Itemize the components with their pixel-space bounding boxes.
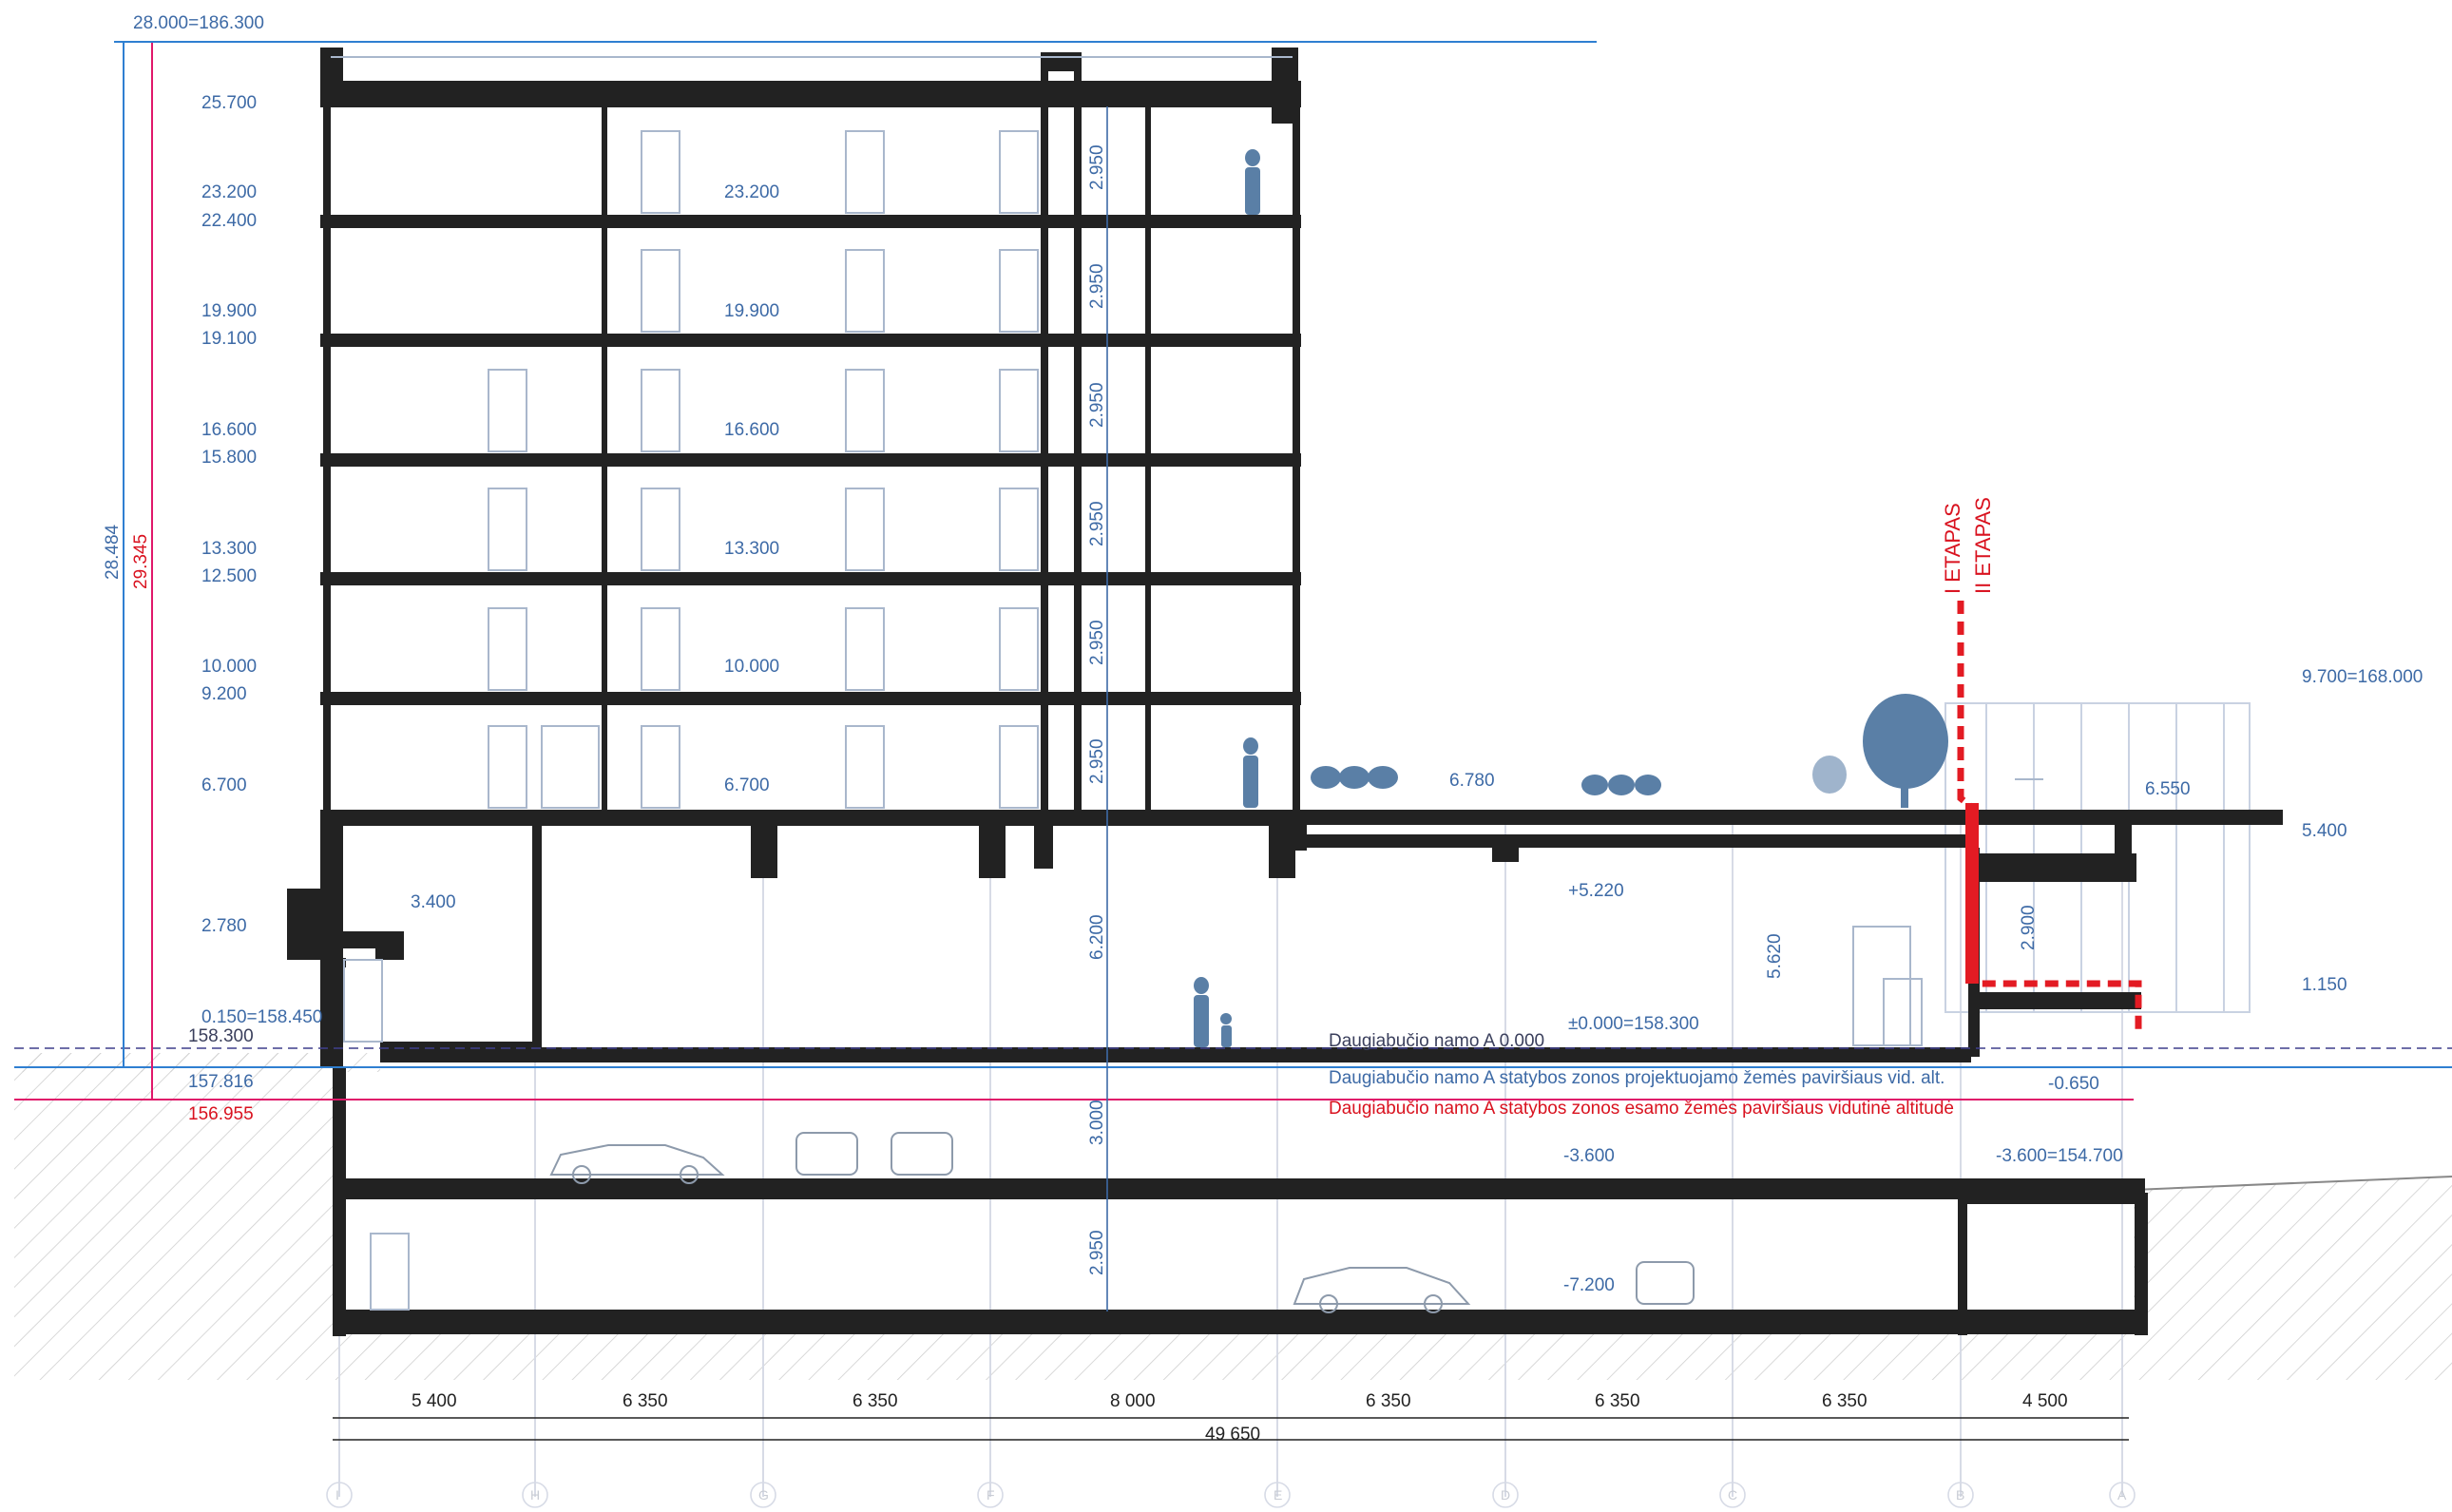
right-level-minus-3600: -3.600=154.700 [1996,1146,2123,1166]
axis-label: F [987,1487,995,1502]
stage-ii-label: II ETAPAS [1971,497,1995,594]
level-label: 13.300 [201,539,257,559]
misc-level-labels: 3.400 6.780 +5.220 5.620 ±0.000=158.300 … [411,667,2423,1295]
overall-height-dims [114,41,166,1100]
note-a0: Daugiabučio namo A 0.000 [1329,1031,1544,1051]
axis-label: A [2117,1487,2127,1502]
level-label: 12.500 [201,566,257,586]
terrace-level: 6.780 [1449,771,1495,791]
level-label: 22.400 [201,211,257,231]
level-label: 19.100 [201,329,257,349]
stage-i-label: I ETAPAS [1941,503,1964,594]
overall-height-red: 29.345 [131,534,151,589]
level-label: 10.000 [201,657,257,677]
right-height-2900: 2.900 [2019,905,2039,950]
axis-bubbles: I H G F E D C B A [326,1482,2136,1508]
reference-lines [14,41,2452,1101]
floor-level-label: 23.200 [724,182,779,202]
core-height-dims: 2.950 2.950 2.950 2.950 2.950 2.950 6.20… [1087,106,1108,1311]
level-minus-3600: -3.600 [1563,1146,1615,1166]
window-door-outlines [331,56,2043,1311]
level-label: 25.700 [201,93,257,113]
top-level-label: 28.000=186.300 [133,13,264,33]
building-structure [287,48,2283,1336]
level-label: 6.700 [201,775,247,795]
axis-label: C [1728,1487,1737,1502]
axis-label: G [758,1487,769,1502]
level-zero: ±0.000=158.300 [1568,1014,1699,1034]
floor-level-label: 16.600 [724,420,779,440]
floor-level-label: 10.000 [724,657,779,677]
bay-dim: 4 500 [2022,1391,2068,1411]
right-level-6550: 6.550 [2145,779,2191,799]
left-level-labels: 28.000=186.300 25.700 23.200 22.400 19.9… [133,13,322,1124]
right-level-9700: 9.700=168.000 [2302,667,2423,687]
level-label: 16.600 [201,420,257,440]
stage-labels: I ETAPAS II ETAPAS [1941,497,1995,594]
level-label: 23.200 [201,182,257,202]
horizontal-dimension-chain: 5 400 6 350 6 350 8 000 6 350 6 350 6 35… [333,1391,2129,1445]
level-label: 0.150=158.450 [201,1007,322,1027]
floor-level-labels: 23.200 19.900 16.600 13.300 10.000 6.700 [724,182,779,795]
core-dim: 6.200 [1087,914,1107,960]
bay-dim: 6 350 [1366,1391,1411,1411]
level-plus-5220: +5.220 [1568,881,1624,901]
cars [549,1132,1695,1313]
core-dim: 2.950 [1087,144,1107,190]
bay-dim: 6 350 [1595,1391,1640,1411]
floor-level-label: 19.900 [724,301,779,321]
core-dim: 2.950 [1087,263,1107,309]
core-dim: 2.950 [1087,1230,1107,1275]
overall-height-blue: 28.484 [103,524,123,580]
level-label: 19.900 [201,301,257,321]
axis-label: B [1956,1487,1964,1502]
core-dim: 2.950 [1087,382,1107,428]
people-figures [1194,149,1260,1047]
level-label: 158.300 [188,1026,254,1046]
core-dim: 2.950 [1087,501,1107,546]
bay-dim: 8 000 [1110,1391,1156,1411]
ground-hatch [14,1053,2452,1380]
level-label: 9.200 [201,684,247,704]
level-label: 156.955 [188,1104,254,1124]
axis-label: I [335,1487,339,1502]
reference-notes: Daugiabučio namo A 0.000 Daugiabučio nam… [1329,1031,1954,1119]
stage-boundary [1957,601,2142,1034]
core-dim: 2.950 [1087,738,1107,784]
note-existing: Daugiabučio namo A statybos zonos esamo … [1329,1099,1954,1119]
bay-dim: 6 350 [852,1391,898,1411]
grid-axis-lines [338,817,2123,1497]
level-label: 15.800 [201,448,257,468]
overall-height-labels: 28.484 29.345 [103,524,151,589]
total-dim: 49 650 [1205,1425,1260,1445]
entrance-level: 3.400 [411,892,456,912]
right-level-1150: 1.150 [2302,975,2347,995]
height-5620: 5.620 [1765,933,1785,979]
bay-dim: 6 350 [623,1391,668,1411]
level-label: 2.780 [201,916,247,936]
right-level-5400: 5.400 [2302,821,2347,841]
bay-dim: 5 400 [412,1391,457,1411]
floor-level-label: 13.300 [724,539,779,559]
axis-label: D [1501,1487,1510,1502]
axis-label: H [530,1487,540,1502]
terrace-greenery [1311,694,1948,808]
axis-label: E [1274,1487,1282,1502]
note-projected: Daugiabučio namo A statybos zonos projek… [1329,1068,1944,1088]
level-label: 157.816 [188,1072,254,1092]
right-level-minus-0650: -0.650 [2048,1074,2099,1094]
level-minus-7200: -7.200 [1563,1275,1615,1295]
floor-level-label: 6.700 [724,775,770,795]
core-dim: 3.000 [1087,1100,1107,1145]
bay-dim: 6 350 [1822,1391,1868,1411]
core-dim: 2.950 [1087,620,1107,665]
